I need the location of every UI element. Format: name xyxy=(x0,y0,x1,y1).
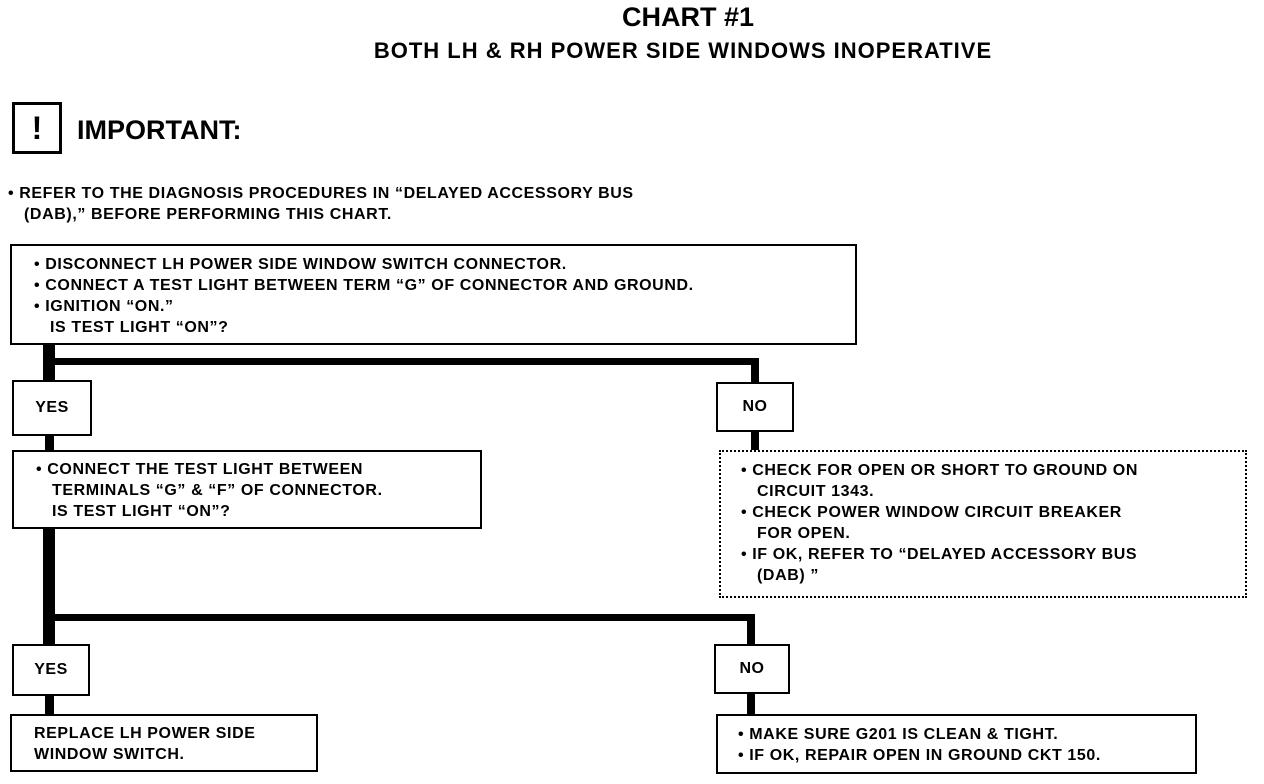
branch2-no-box: NO xyxy=(714,644,790,694)
connector-no2-down xyxy=(747,692,755,716)
exclamation-glyph: ! xyxy=(31,109,43,146)
yes2-line: WINDOW SWITCH. xyxy=(34,746,185,763)
yes2-result-box: REPLACE LH POWER SIDE WINDOW SWITCH. xyxy=(10,714,318,772)
no2-line: • MAKE SURE G201 IS CLEAN & TIGHT. xyxy=(738,726,1059,743)
no1-result-box: • CHECK FOR OPEN OR SHORT TO GROUND ON C… xyxy=(719,450,1247,598)
connector-branch2-horizontal xyxy=(43,614,755,621)
connector-no1-down xyxy=(751,430,759,452)
important-note-line2: (DAB),” BEFORE PERFORMING THIS CHART. xyxy=(24,206,392,223)
no1-line: • CHECK POWER WINDOW CIRCUIT BREAKER xyxy=(741,504,1122,521)
no1-line: (DAB) ” xyxy=(757,567,819,584)
chart-subtitle: BOTH LH & RH POWER SIDE WINDOWS INOPERAT… xyxy=(373,38,993,63)
no1-line: FOR OPEN. xyxy=(757,525,851,542)
step1-line: • IGNITION “ON.” xyxy=(34,298,174,315)
exclamation-icon: ! xyxy=(12,102,62,154)
branch2-yes-box: YES xyxy=(12,644,90,696)
no2-result-box: • MAKE SURE G201 IS CLEAN & TIGHT. • IF … xyxy=(716,714,1197,774)
important-label: IMPORTANT: xyxy=(77,115,242,145)
connector-branch1-horizontal xyxy=(43,358,759,365)
step2-line: • CONNECT THE TEST LIGHT BETWEEN xyxy=(36,461,364,478)
no2-line: • IF OK, REPAIR OPEN IN GROUND CKT 150. xyxy=(738,747,1101,764)
branch1-no-box: NO xyxy=(716,382,794,432)
step1-line: • CONNECT A TEST LIGHT BETWEEN TERM “G” … xyxy=(34,277,694,294)
connector-branch1-no-down xyxy=(751,358,759,384)
yes2-line: REPLACE LH POWER SIDE xyxy=(34,725,256,742)
step2-line: IS TEST LIGHT “ON”? xyxy=(52,503,231,520)
step1-line: IS TEST LIGHT “ON”? xyxy=(50,319,229,336)
step2-line: TERMINALS “G” & “F” OF CONNECTOR. xyxy=(52,482,383,499)
connector-step2-down xyxy=(43,528,55,646)
branch1-yes-box: YES xyxy=(12,380,92,436)
important-note-line1: • REFER TO THE DIAGNOSIS PROCEDURES IN “… xyxy=(8,185,634,202)
connector-yes1-down xyxy=(45,434,54,452)
connector-branch2-no-down xyxy=(747,614,755,648)
step2-box: • CONNECT THE TEST LIGHT BETWEEN TERMINA… xyxy=(12,450,482,529)
step1-line: • DISCONNECT LH POWER SIDE WINDOW SWITCH… xyxy=(34,256,567,273)
connector-yes2-down xyxy=(45,694,54,714)
chart-title: CHART #1 xyxy=(621,2,755,32)
no1-line: CIRCUIT 1343. xyxy=(757,483,875,500)
no1-line: • IF OK, REFER TO “DELAYED ACCESSORY BUS xyxy=(741,546,1138,563)
step1-box: • DISCONNECT LH POWER SIDE WINDOW SWITCH… xyxy=(10,244,857,345)
no1-line: • CHECK FOR OPEN OR SHORT TO GROUND ON xyxy=(741,462,1139,479)
